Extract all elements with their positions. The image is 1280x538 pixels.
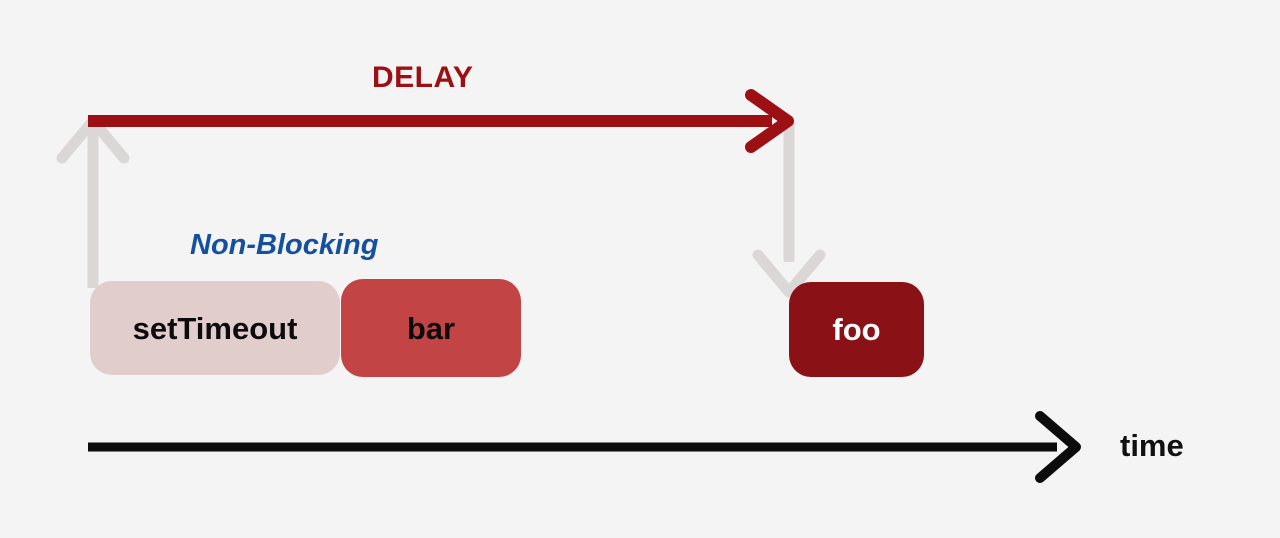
delay-arrow xyxy=(88,89,794,153)
task-box-bar-label: bar xyxy=(406,310,456,346)
delay-label: DELAY xyxy=(372,61,474,94)
task-box-foo[interactable]: foo xyxy=(789,282,924,377)
task-box-settimeout-label: setTimeout xyxy=(132,310,298,346)
non-blocking-label: Non-Blocking xyxy=(190,229,379,261)
callback-arrow xyxy=(752,122,826,298)
task-box-settimeout[interactable]: setTimeout xyxy=(90,281,340,375)
time-axis-arrow xyxy=(88,411,1081,483)
time-axis-label: time xyxy=(1120,428,1184,463)
task-box-bar[interactable]: bar xyxy=(341,279,521,377)
task-box-foo-label: foo xyxy=(832,312,881,347)
schedule-arrow xyxy=(56,115,130,288)
